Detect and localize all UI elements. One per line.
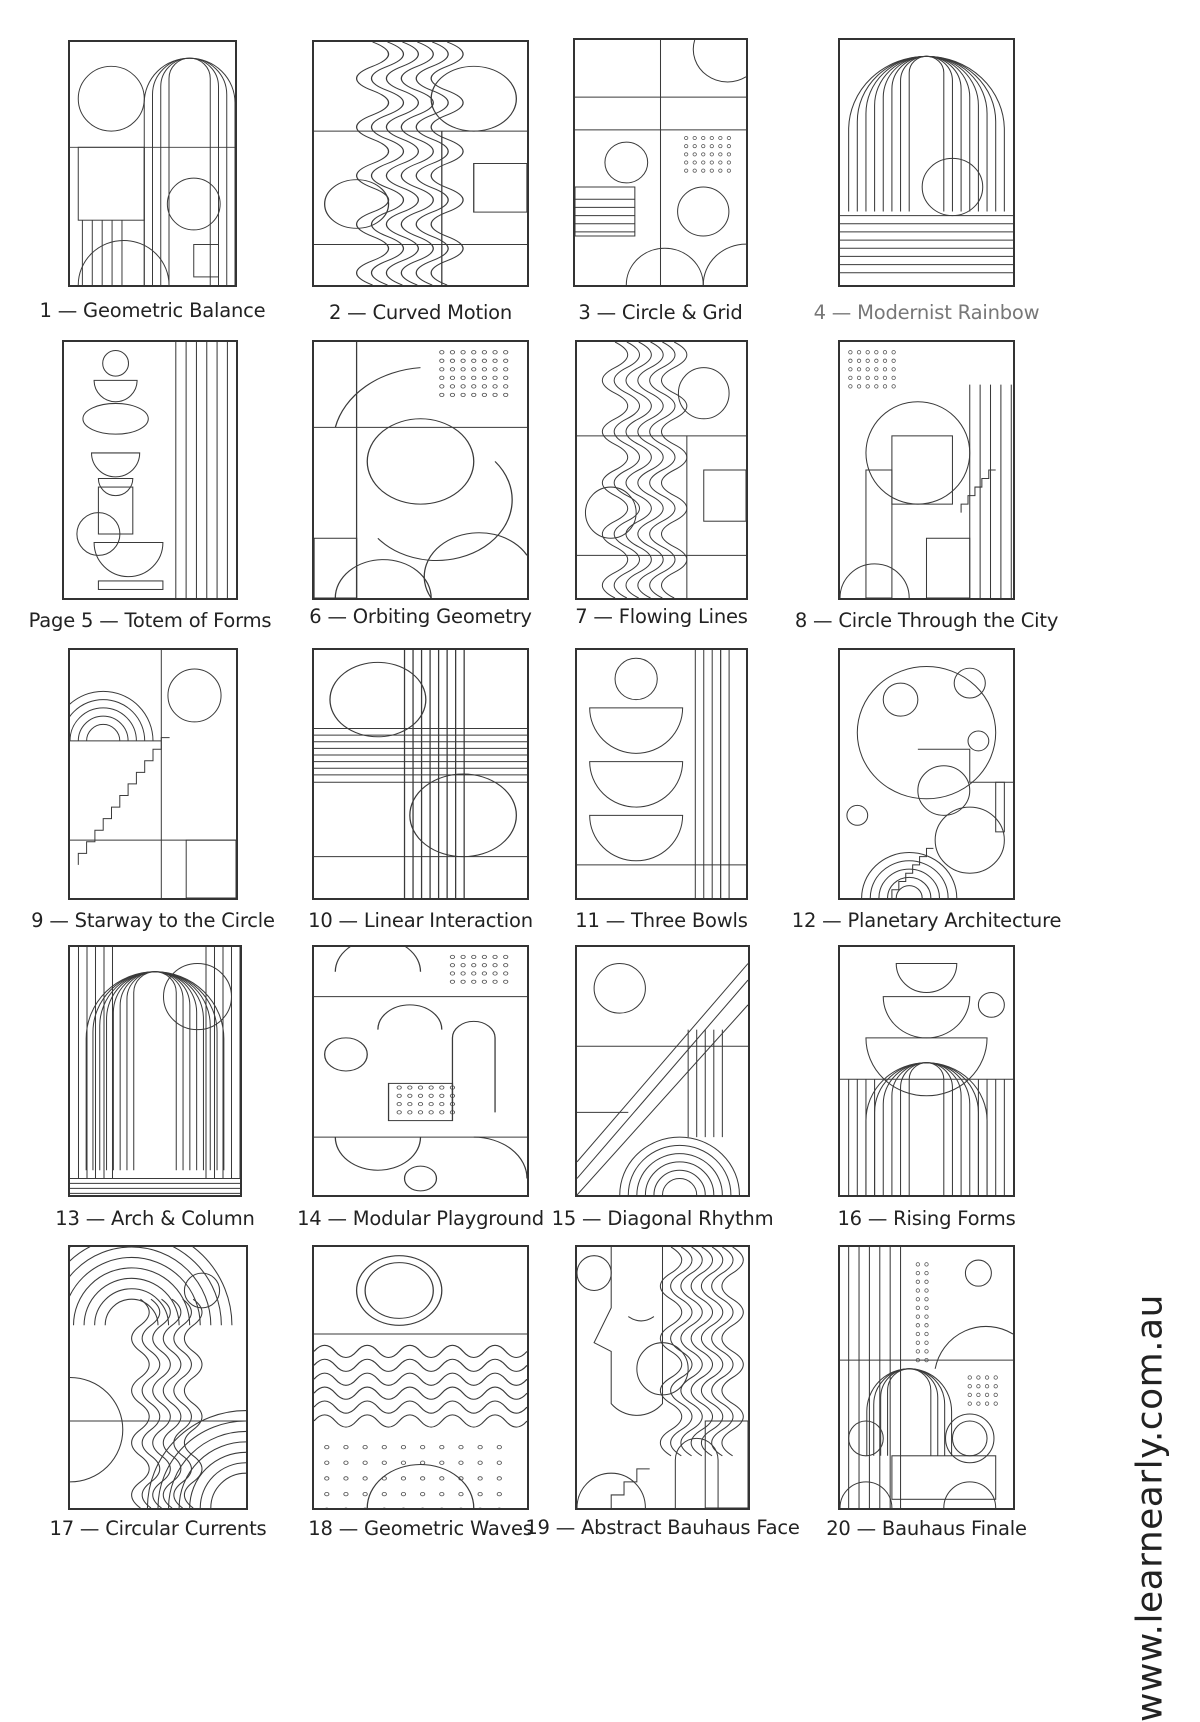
coloring-page-5-caption: Page 5 — Totem of Forms (28, 609, 272, 632)
coloring-page-3-artwork (573, 38, 748, 287)
coloring-page-7-artwork (575, 340, 748, 600)
coloring-page-14-caption: 14 — Modular Playground (297, 1207, 544, 1230)
coloring-page-16-caption: 16 — Rising Forms (837, 1207, 1016, 1230)
coloring-page-11-artwork (575, 648, 748, 900)
coloring-page-11-caption: 11 — Three Bowls (575, 909, 748, 932)
coloring-page-15-caption: 15 — Diagonal Rhythm (551, 1207, 774, 1230)
coloring-page-20-artwork (838, 1245, 1015, 1510)
coloring-page-6-artwork (312, 340, 529, 600)
website-url-text: www.learnearly.com.au (1129, 1294, 1171, 1722)
coloring-page-20-caption: 20 — Bauhaus Finale (826, 1517, 1027, 1540)
coloring-page-8-artwork (838, 340, 1015, 600)
coloring-page-1-artwork (68, 40, 237, 287)
coloring-page-9-caption: 9 — Starway to the Circle (31, 909, 275, 932)
coloring-page-18-artwork (312, 1245, 529, 1510)
coloring-page-14-artwork (312, 945, 529, 1197)
coloring-page-16-artwork (838, 945, 1015, 1197)
coloring-page-7-caption: 7 — Flowing Lines (575, 605, 748, 628)
coloring-page-3-caption: 3 — Circle & Grid (578, 301, 743, 324)
coloring-page-10-caption: 10 — Linear Interaction (308, 909, 533, 932)
coloring-page-2-caption: 2 — Curved Motion (328, 301, 513, 324)
coloring-page-1-caption: 1 — Geometric Balance (39, 299, 266, 322)
coloring-page-8-caption: 8 — Circle Through the City (794, 609, 1059, 632)
coloring-page-13-caption: 13 — Arch & Column (55, 1207, 255, 1230)
coloring-page-5-artwork (62, 340, 238, 600)
coloring-page-19-artwork (575, 1245, 750, 1510)
coloring-page-15-artwork (575, 945, 750, 1197)
coloring-page-17-caption: 17 — Circular Currents (49, 1517, 267, 1540)
coloring-page-18-caption: 18 — Geometric Waves (308, 1517, 533, 1540)
coloring-page-13-artwork (68, 945, 242, 1197)
coloring-page-9-artwork (68, 648, 238, 900)
coloring-page-12-caption: 12 — Planetary Architecture (791, 909, 1062, 932)
coloring-page-12-artwork (838, 648, 1015, 900)
coloring-page-19-caption: 19 — Abstract Bauhaus Face (525, 1516, 800, 1539)
coloring-page-4-caption: 4 — Modernist Rainbow (813, 301, 1040, 324)
coloring-page-10-artwork (312, 648, 529, 900)
website-url: www.learnearly.com.au (1130, 1294, 1171, 1722)
coloring-page-2-artwork (312, 40, 529, 287)
coloring-page-17-artwork (68, 1245, 248, 1510)
coloring-page-6-caption: 6 — Orbiting Geometry (309, 605, 532, 628)
coloring-page-4-artwork (838, 38, 1015, 287)
